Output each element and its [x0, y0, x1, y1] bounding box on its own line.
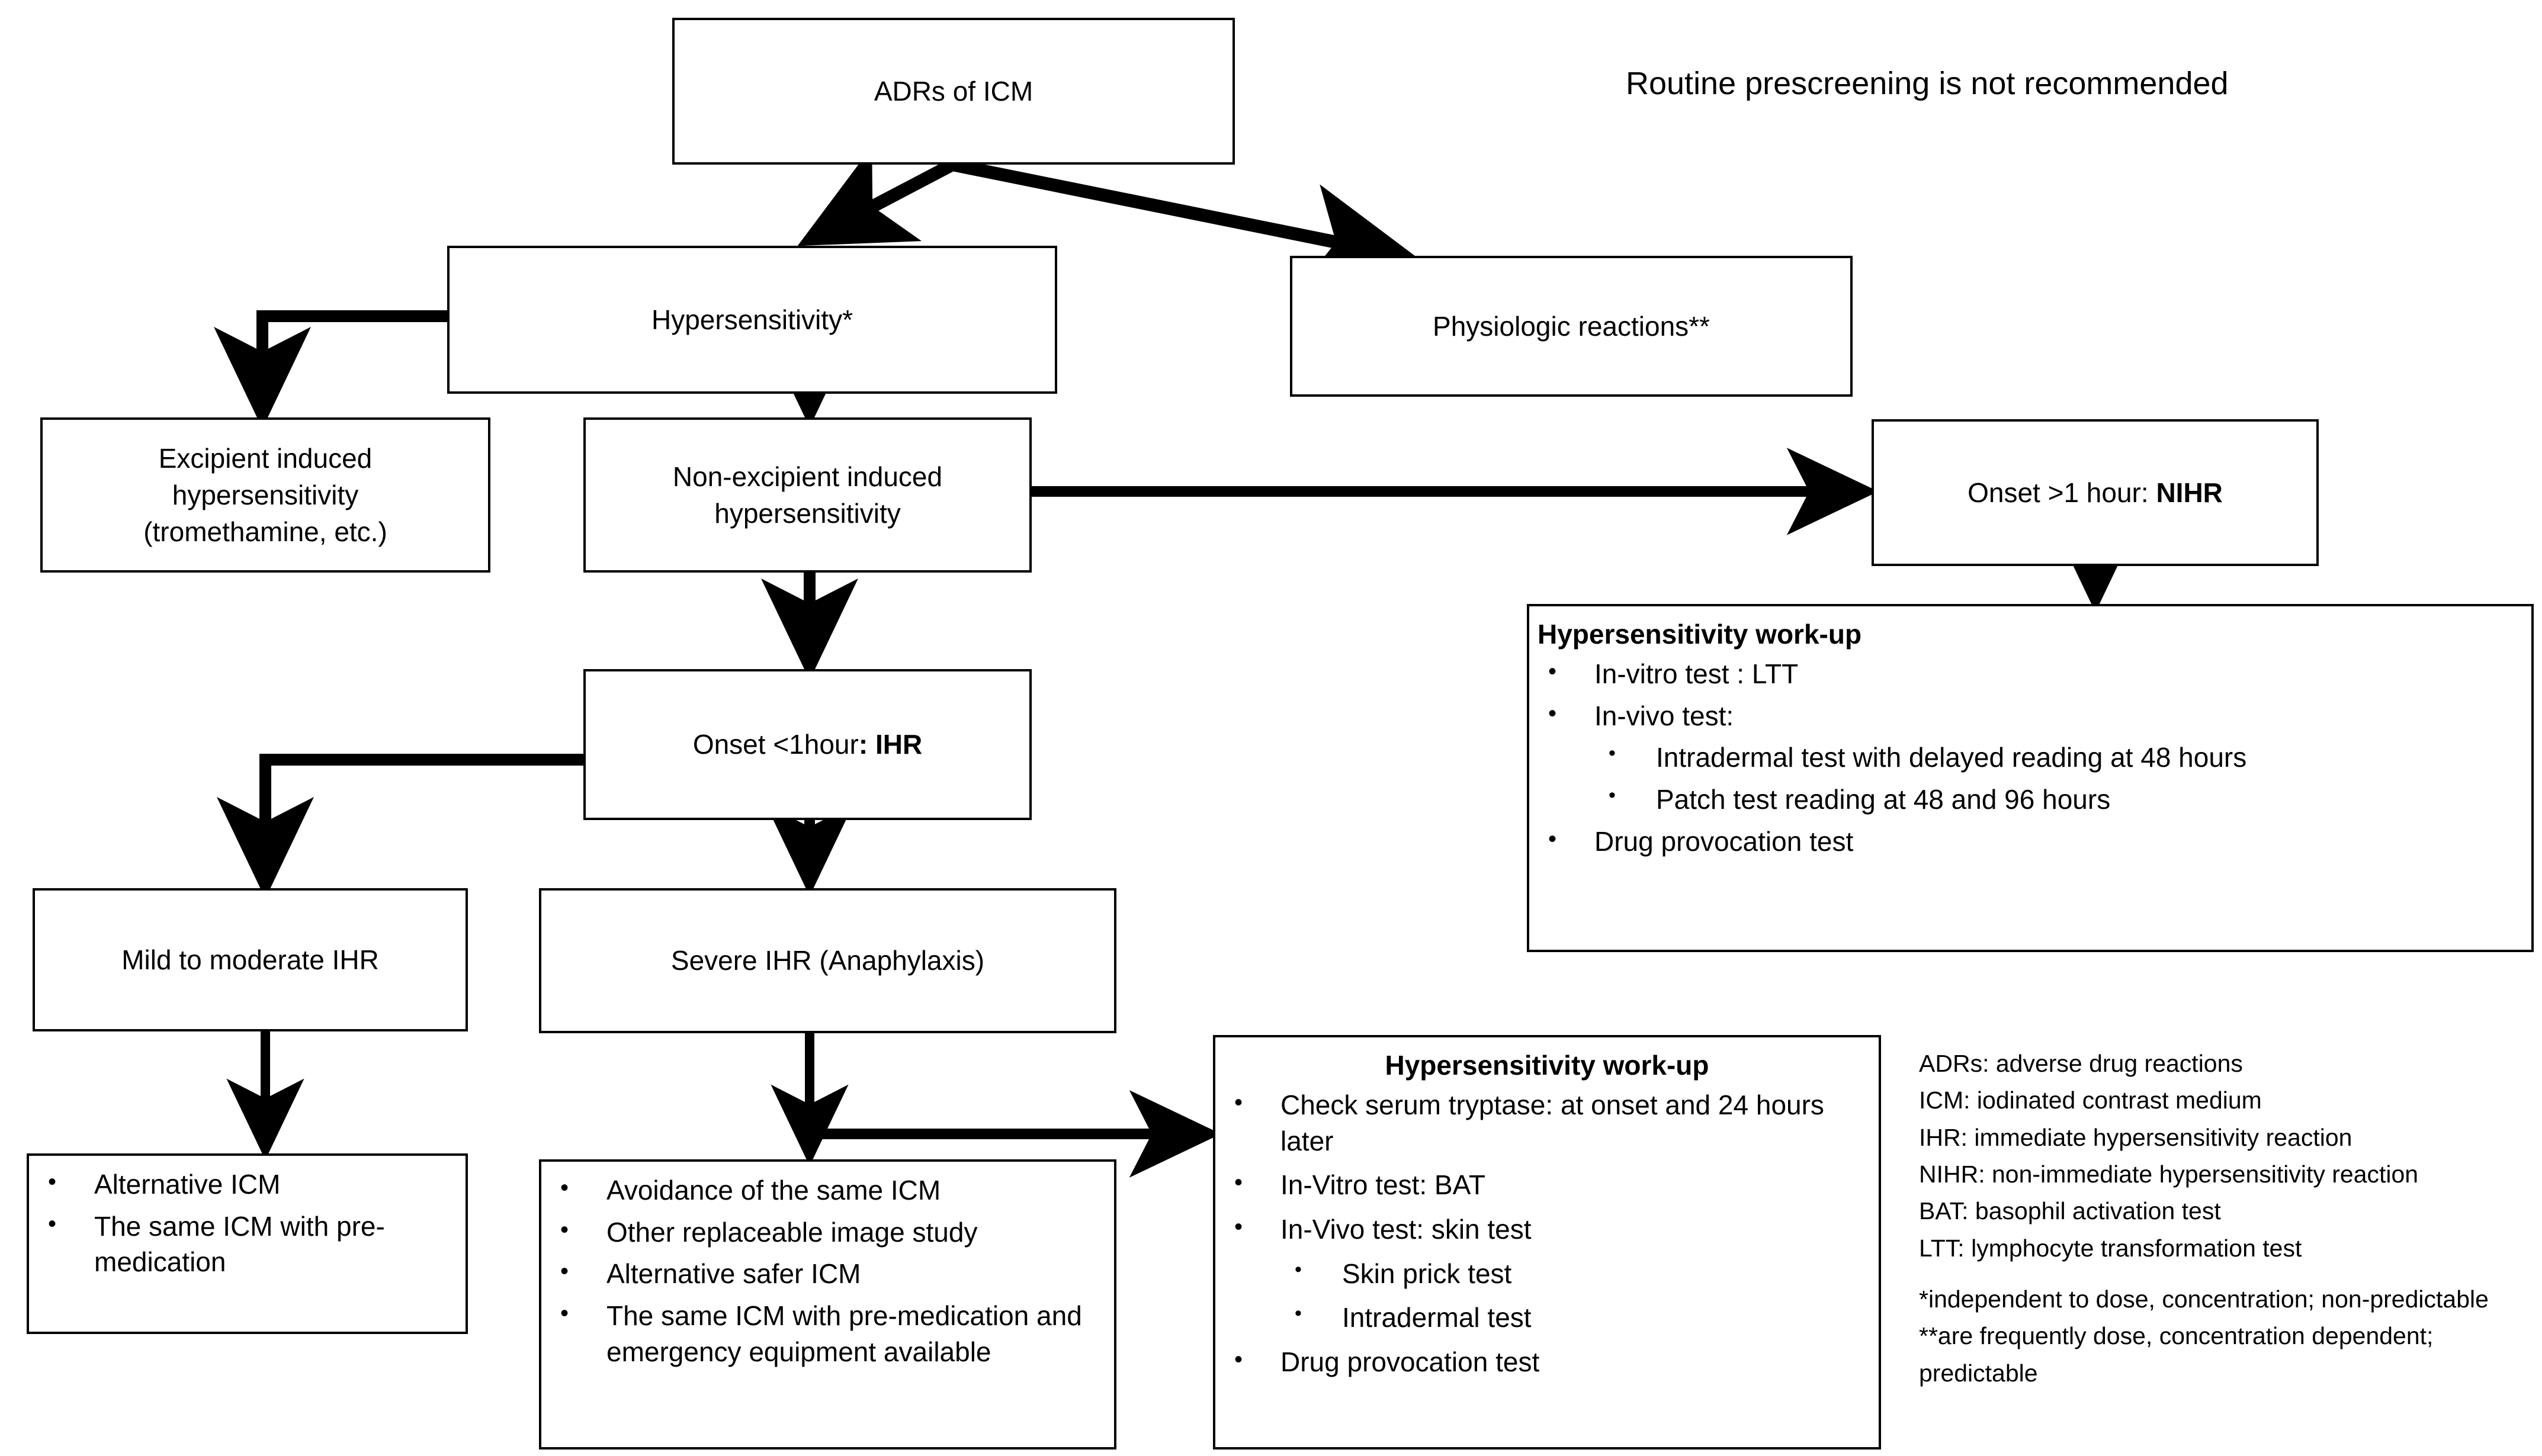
legend-line: NIHR: non-immediate hypersensitivity rea… [1919, 1160, 2419, 1188]
list-item: Other replaceable image study [550, 1213, 1106, 1251]
node-nihr-label: Onset >1 hour: NIHR [1968, 477, 2223, 508]
list-item: In-Vitro test: BAT [1224, 1166, 1870, 1203]
legend-line: IHR: immediate hypersensitivity reaction [1919, 1123, 2352, 1151]
edge-adrs-to-physiologic [951, 158, 1419, 290]
mild-actions-list: Alternative ICM The same ICM with pre-me… [37, 1165, 457, 1280]
node-excipient-label: Excipient induced hypersensitivity (trom… [143, 442, 387, 548]
node-non-excipient-label: Non-excipient induced hypersensitivity [672, 461, 943, 529]
node-severe-actions[interactable]: Avoidance of the same ICM Other replacea… [539, 1159, 1116, 1449]
node-hypersensitivity-label: Hypersensitivity* [651, 304, 853, 335]
node-mild-actions[interactable]: Alternative ICM The same ICM with pre-me… [27, 1153, 468, 1334]
node-adrs-of-icm[interactable]: ADRs of ICM [672, 18, 1235, 165]
node-physiologic-label: Physiologic reactions** [1433, 310, 1710, 342]
list-item: Patch test reading at 48 and 96 hours [1538, 782, 2523, 818]
node-ihr-hypersensitivity-workup[interactable]: Hypersensitivity work-up Check serum try… [1213, 1035, 1881, 1449]
edge-hypersensitivity-to-excipient [214, 310, 447, 429]
list-item: Drug provocation test [1224, 1343, 1870, 1380]
node-excipient-induced[interactable]: Excipient induced hypersensitivity (trom… [40, 417, 490, 573]
list-item: Intradermal test with delayed reading at… [1538, 740, 2523, 776]
list-item: Check serum tryptase: at onset and 24 ho… [1224, 1086, 1870, 1159]
headnote-text: Routine prescreening is not recommended [1626, 66, 2229, 101]
list-item: In-vitro test : LTT [1538, 655, 2523, 692]
list-item: The same ICM with pre-medication [37, 1207, 457, 1280]
list-item: Skin prick test [1224, 1256, 1870, 1292]
legend-line: ICM: iodinated contrast medium [1919, 1087, 2262, 1114]
list-item: In-vivo test: [1538, 697, 2523, 734]
edge-ihr-to-mild [217, 754, 586, 899]
node-nihr-hypersensitivity-workup[interactable]: Hypersensitivity work-up In-vitro test :… [1527, 604, 2534, 952]
node-hypersensitivity[interactable]: Hypersensitivity* [447, 246, 1057, 394]
nihr-workup-list: In-vitro test : LTT In-vivo test: Intrad… [1538, 655, 2523, 860]
node-physiologic-reactions[interactable]: Physiologic reactions** [1290, 256, 1853, 397]
list-item: Alternative safer ICM [550, 1255, 1106, 1292]
node-mild-to-moderate-ihr[interactable]: Mild to moderate IHR [33, 888, 468, 1031]
list-item: Intradermal test [1224, 1300, 1870, 1336]
nihr-workup-title: Hypersensitivity work-up [1538, 619, 1862, 650]
node-adrs-label: ADRs of ICM [874, 75, 1034, 107]
legend-line: BAT: basophil activation test [1919, 1197, 2221, 1225]
severe-actions-list: Avoidance of the same ICM Other replacea… [550, 1171, 1106, 1370]
list-item: Drug provocation test [1538, 822, 2523, 860]
list-item: Alternative ICM [37, 1165, 457, 1203]
node-onset-nihr[interactable]: Onset >1 hour: NIHR [1872, 419, 2319, 566]
ihr-workup-list: Check serum tryptase: at onset and 24 ho… [1224, 1086, 1870, 1380]
node-non-excipient-induced[interactable]: Non-excipient induced hypersensitivity [583, 417, 1032, 573]
footnote-line: **are frequently dose, concentration dep… [1919, 1322, 2434, 1387]
list-item: The same ICM with pre-medication and eme… [550, 1297, 1106, 1370]
node-ihr-label: Onset <1hour: IHR [692, 729, 923, 760]
legend-spacer [1919, 1267, 2542, 1281]
footnote-line: *independent to dose, concentration; non… [1919, 1285, 2489, 1313]
edge-adrs-to-hypersensitivity [797, 146, 956, 246]
node-onset-ihr[interactable]: Onset <1hour: IHR [583, 669, 1032, 820]
legend-line: LTT: lymphocyte transformation test [1919, 1234, 2302, 1262]
node-mild-label: Mild to moderate IHR [121, 944, 379, 975]
ihr-workup-title: Hypersensitivity work-up [1385, 1050, 1709, 1081]
list-item: Avoidance of the same ICM [550, 1171, 1106, 1208]
node-severe-label: Severe IHR (Anaphylaxis) [670, 945, 985, 976]
node-severe-ihr[interactable]: Severe IHR (Anaphylaxis) [539, 888, 1116, 1033]
list-item: In-Vivo test: skin test [1224, 1210, 1870, 1248]
legend-line: ADRs: adverse drug reactions [1919, 1050, 2243, 1077]
legend-abbreviations: ADRs: adverse drug reactions ICM: iodina… [1919, 1045, 2542, 1391]
